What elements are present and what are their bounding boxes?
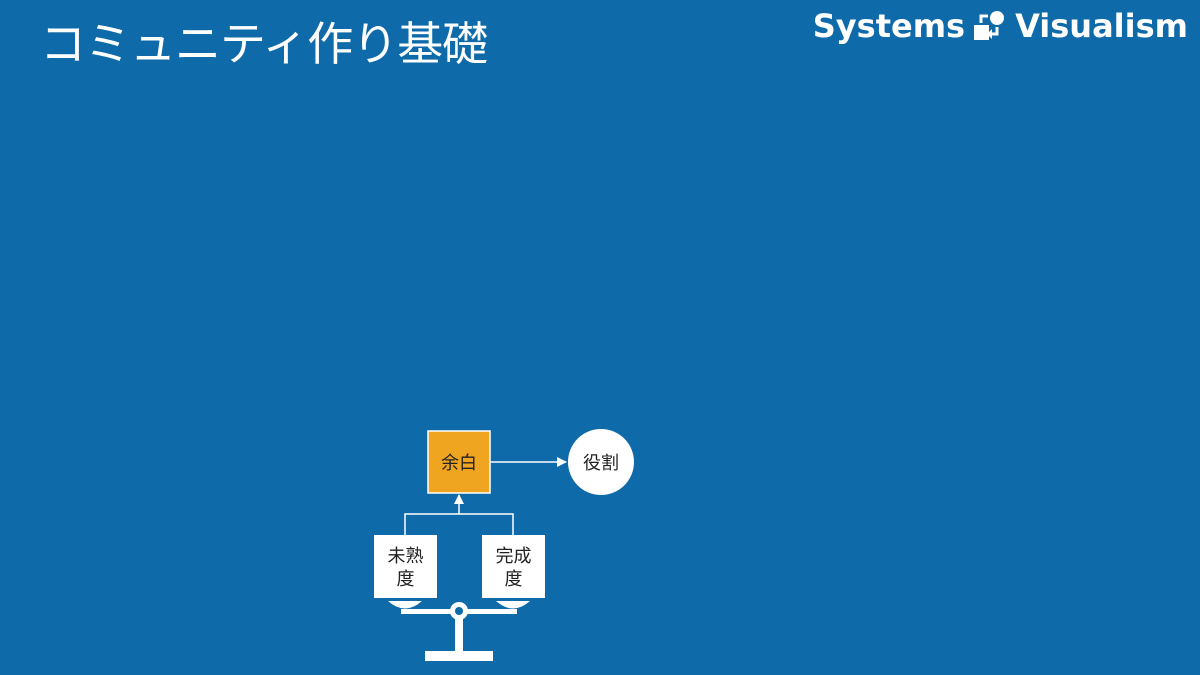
node-yohaku: 余白 <box>427 430 491 494</box>
node-mijukudo-box <box>374 535 437 598</box>
node-kanseido-label-line1: 完成 <box>496 546 532 567</box>
node-yakuwari-label: 役割 <box>583 453 619 474</box>
node-mijukudo: 未熟 度 <box>374 535 437 598</box>
scale-base <box>425 651 493 661</box>
scale-post <box>455 618 463 652</box>
systems-visualism-logo-icon <box>974 11 1005 40</box>
node-kanseido-label-line2: 度 <box>505 569 523 590</box>
node-yohaku-label: 余白 <box>441 453 477 474</box>
node-mijukudo-label-line1: 未熟 <box>388 546 424 567</box>
node-kanseido-box <box>482 535 545 598</box>
scale-pan-right <box>496 601 530 609</box>
node-mijukudo-label-line2: 度 <box>397 569 415 590</box>
scale-pan-left <box>388 601 422 609</box>
logo-word-left: Systems <box>812 7 966 45</box>
page-title: コミュニティ作り基礎 <box>40 17 488 71</box>
logo-word-right: Visualism <box>1015 7 1188 45</box>
connector-bracket <box>404 513 514 536</box>
balance-scale-icon <box>388 601 530 661</box>
node-yohaku-box <box>427 430 491 494</box>
node-kanseido: 完成 度 <box>482 535 545 598</box>
node-yakuwari-circle <box>568 429 634 495</box>
node-yakuwari: 役割 <box>568 429 634 495</box>
scale-pivot-hole <box>455 607 463 615</box>
brand-logo: Systems Visualism <box>813 6 1188 46</box>
